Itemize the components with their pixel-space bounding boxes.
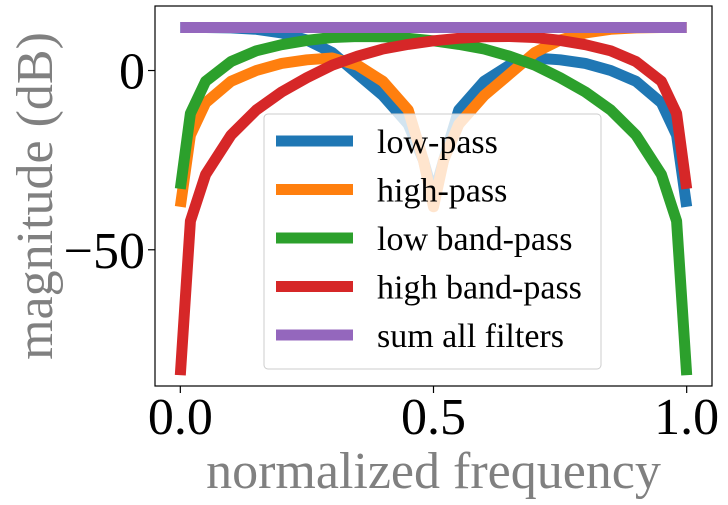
legend-label-high-band-pass: high band-pass <box>377 270 582 307</box>
x-axis-title: normalized frequency <box>206 443 661 500</box>
x-tick-label: 0.5 <box>401 389 466 446</box>
y-axis-title: magnitude (dB) <box>7 32 64 360</box>
series-line-high-band-pass <box>174 31 693 376</box>
legend: low-pass high-pass low band-pass high band-… <box>263 113 602 370</box>
x-tick-label: 1.0 <box>654 389 719 446</box>
y-tick-label: −50 <box>64 223 145 280</box>
legend-label-low-band-pass: low band-pass <box>377 221 572 258</box>
legend-label-low-pass: low-pass <box>377 124 498 161</box>
legend-label-high-pass: high-pass <box>377 173 507 210</box>
legend-frame <box>263 113 602 370</box>
legend-label-sum-all-filters: sum all filters <box>377 318 564 355</box>
series-layer <box>174 22 693 376</box>
x-tick-label: 0.0 <box>148 389 213 446</box>
ticks-layer: 0.0 0.5 1.0 0 −50 <box>64 44 720 446</box>
y-tick-label: 0 <box>119 44 145 101</box>
